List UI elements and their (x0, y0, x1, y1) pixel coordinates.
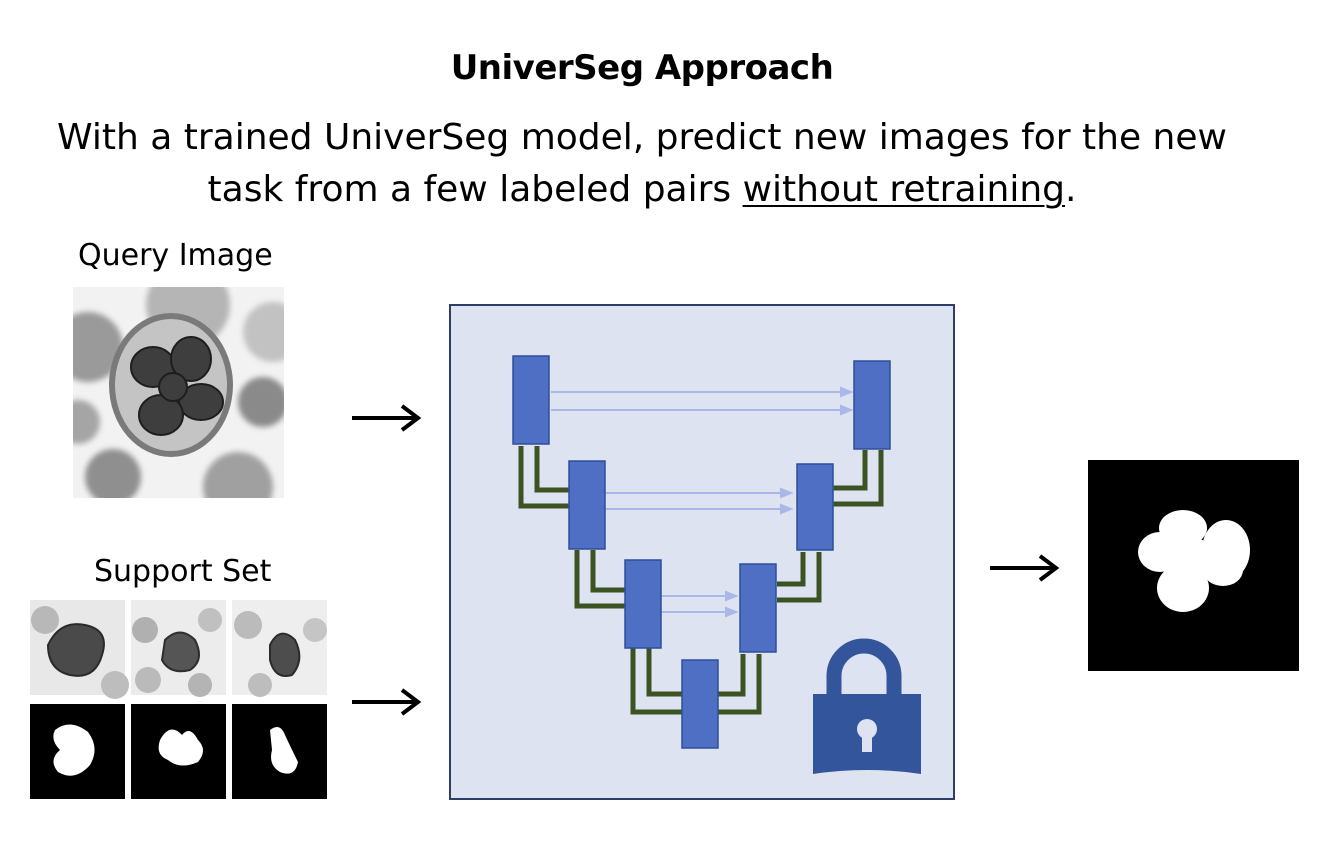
page-title: UniverSeg Approach (450, 48, 834, 88)
support-mask-1 (30, 704, 125, 799)
subtitle-line-2-start: task from a few labeled pairs (207, 169, 743, 210)
subtitle-line-2: task from a few labeled pairs without re… (30, 164, 1254, 216)
arrow-right-icon (988, 552, 1062, 584)
support-mask-2 (131, 704, 226, 799)
subtitle-line-1: With a trained UniverSeg model, predict … (57, 117, 1227, 158)
output-mask (1088, 460, 1299, 671)
query-image (73, 287, 284, 498)
universeg-model (449, 304, 957, 802)
query-image-label: Query Image (78, 238, 273, 273)
subtitle: With a trained UniverSeg model, predict … (30, 112, 1254, 216)
support-image-2 (131, 600, 226, 697)
arrow-right-icon (350, 686, 424, 718)
support-image-3 (232, 600, 327, 697)
encoder-decoder-connectors (518, 446, 884, 715)
network-blocks (512, 355, 891, 749)
subtitle-emphasis: without retraining (742, 169, 1066, 210)
support-set (30, 600, 327, 799)
support-mask-3 (232, 704, 327, 799)
support-image-1 (30, 600, 129, 699)
subtitle-line-2-end: . (1065, 169, 1077, 210)
skip-connections (551, 386, 854, 618)
support-set-label: Support Set (94, 554, 272, 589)
arrow-right-icon (350, 402, 424, 434)
lock-icon (813, 638, 921, 774)
